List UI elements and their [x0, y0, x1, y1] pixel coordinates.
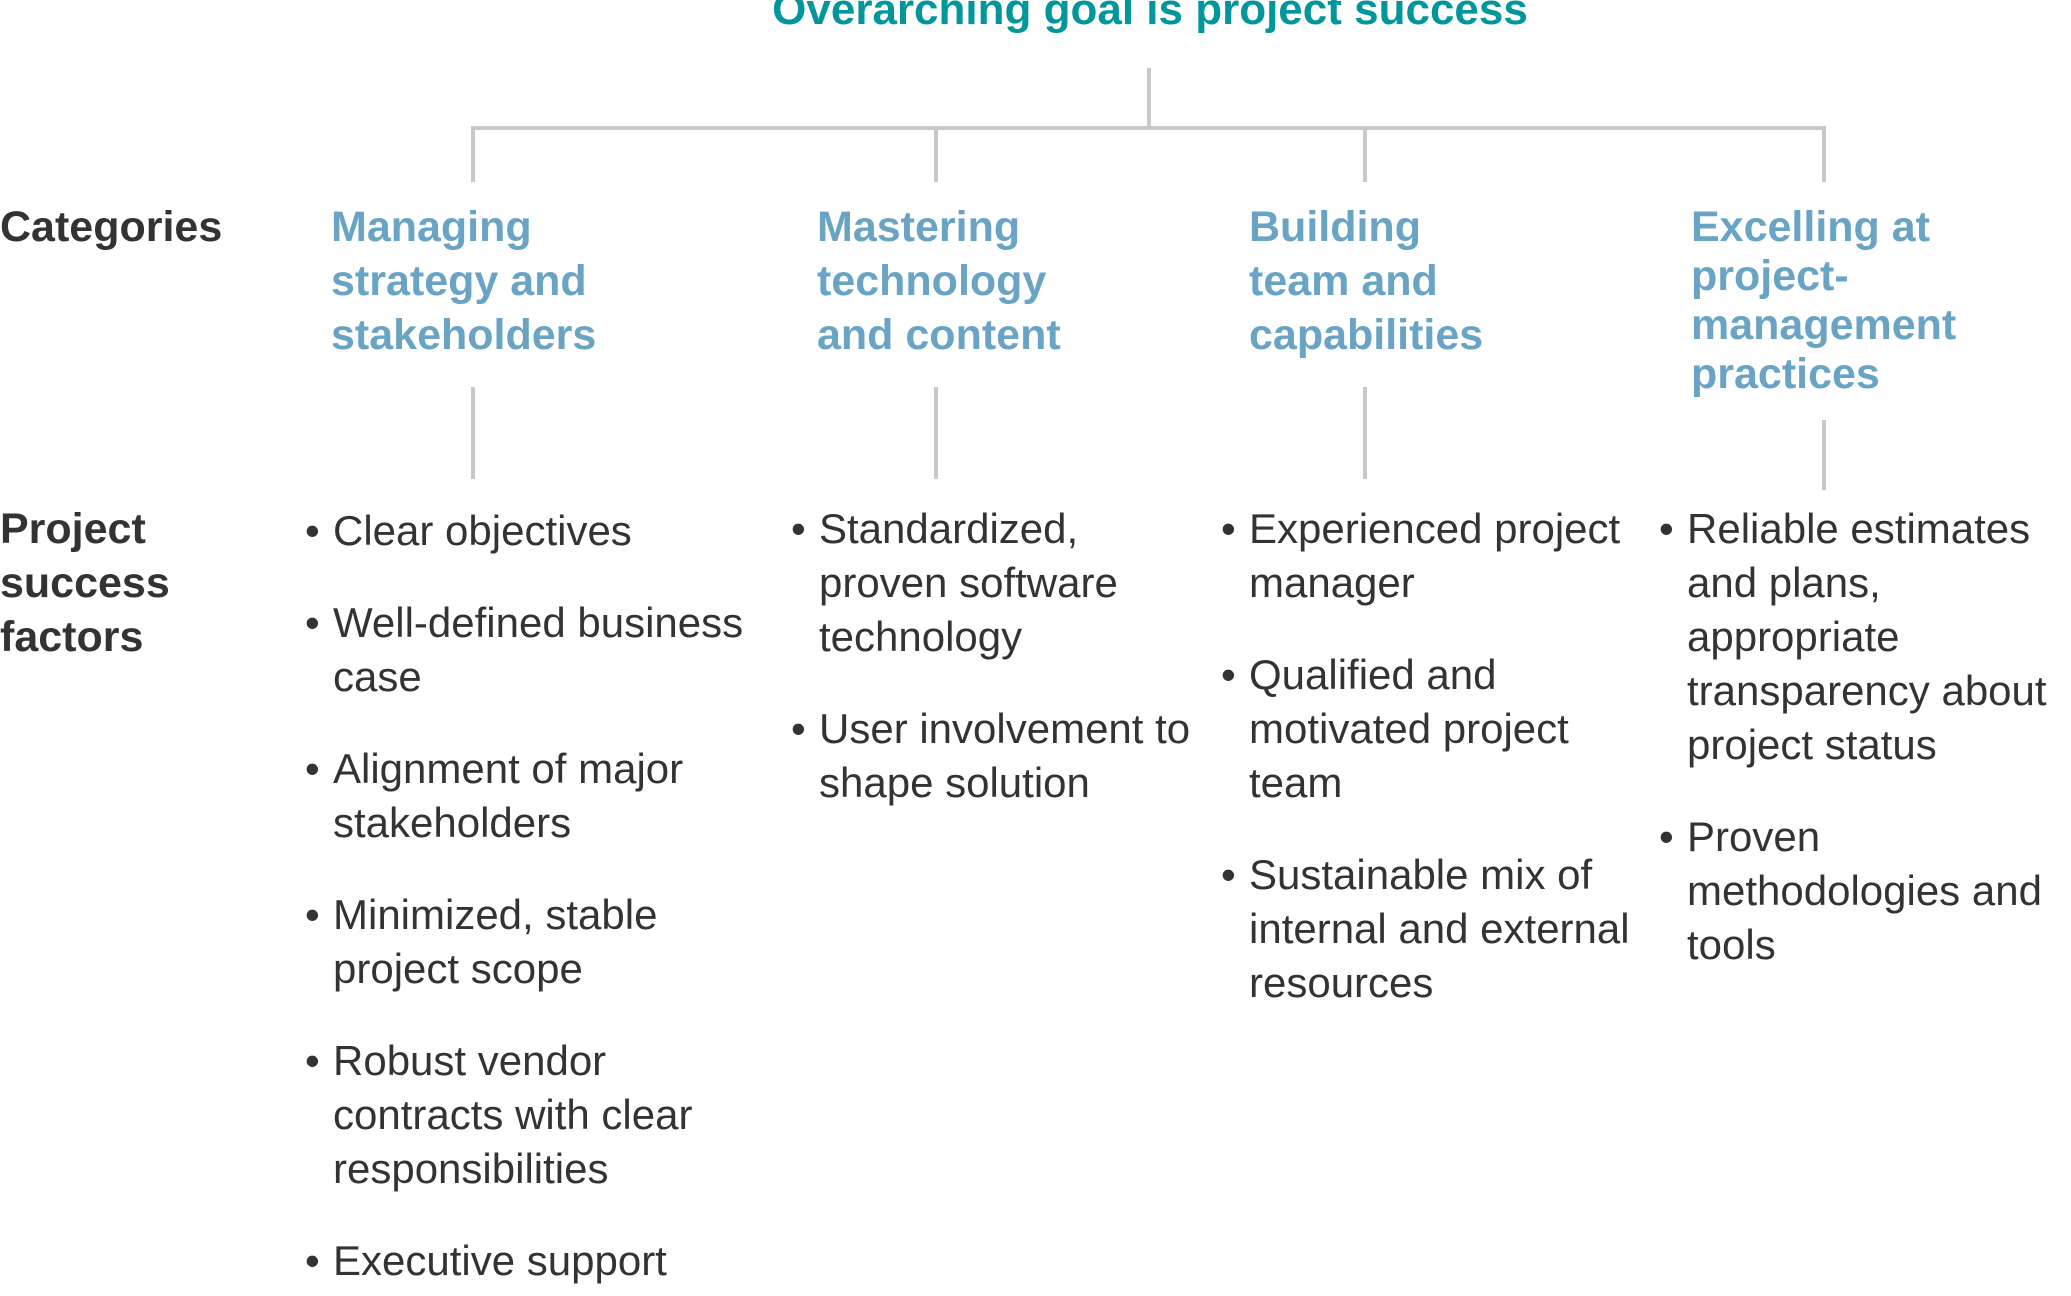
factor-text: Standardized, proven software technology: [819, 505, 1118, 660]
bullet-icon: •: [305, 1237, 320, 1284]
row-label-project-success-factors: Project success factors: [0, 505, 170, 661]
list-item: • Experienced project manager: [1221, 502, 1641, 610]
factor-text: Clear objectives: [333, 507, 632, 554]
bullet-icon: •: [1659, 813, 1674, 860]
list-item: • Minimized, stable project scope: [305, 888, 745, 996]
factor-text: Sustainable mix of internal and external…: [1249, 851, 1630, 1006]
category-excelling-pm-practices: Excelling at project-management practice…: [1691, 203, 1957, 398]
list-item: • Qualified and motivated project team: [1221, 648, 1641, 810]
bullet-icon: •: [1221, 851, 1236, 898]
row-label-categories: Categories: [0, 203, 223, 251]
factor-text: Executive support: [333, 1237, 667, 1284]
factor-text: Alignment of major stakeholders: [333, 745, 684, 846]
list-item: • Clear objectives: [305, 504, 745, 558]
bullet-icon: •: [305, 745, 320, 792]
category-managing-strategy: Managing strategy and stakeholders: [331, 203, 597, 359]
bullet-icon: •: [791, 505, 806, 552]
factor-list-col-4: • Reliable estimates and plans, appropria…: [1659, 502, 2059, 972]
bullet-icon: •: [1221, 651, 1236, 698]
list-item: • Robust vendor contracts with clear resp…: [305, 1034, 745, 1196]
list-item: • Sustainable mix of internal and externa…: [1221, 848, 1641, 1010]
list-item: • Well-defined business case: [305, 596, 745, 704]
bullet-icon: •: [305, 599, 320, 646]
bullet-icon: •: [1221, 505, 1236, 552]
factor-text: Qualified and motivated project team: [1249, 651, 1569, 806]
bullet-icon: •: [305, 891, 320, 938]
factor-text: Minimized, stable project scope: [333, 891, 658, 992]
bullet-icon: •: [305, 507, 320, 554]
factor-text: Experienced project manager: [1249, 505, 1621, 606]
factor-list-col-3: • Experienced project manager • Qualified …: [1221, 502, 1641, 1010]
goal-title: Overarching goal is project success: [772, 0, 1528, 34]
bullet-icon: •: [305, 1037, 320, 1084]
category-mastering-technology: Mastering technology and content: [817, 203, 1061, 359]
list-item: • Reliable estimates and plans, appropria…: [1659, 502, 2059, 772]
list-item: • Proven methodologies and tools: [1659, 810, 2059, 972]
factor-list-col-1: • Clear objectives • Well-defined business…: [305, 504, 745, 1288]
factor-text: User involvement to shape solution: [819, 705, 1191, 806]
factor-list-col-2: • Standardized, proven software technolog…: [791, 502, 1191, 810]
factor-text: Reliable estimates and plans, appropriat…: [1687, 505, 2047, 768]
list-item: • Alignment of major stakeholders: [305, 742, 745, 850]
bullet-icon: •: [791, 705, 806, 752]
list-item: • Executive support: [305, 1234, 745, 1288]
factor-text: Well-defined business case: [333, 599, 744, 700]
list-item: • Standardized, proven software technolog…: [791, 502, 1191, 664]
factor-text: Robust vendor contracts with clear respo…: [333, 1037, 693, 1192]
bullet-icon: •: [1659, 505, 1674, 552]
factor-text: Proven methodologies and tools: [1687, 813, 2042, 968]
category-building-team: Building team and capabilities: [1249, 203, 1484, 359]
list-item: • User involvement to shape solution: [791, 702, 1191, 810]
